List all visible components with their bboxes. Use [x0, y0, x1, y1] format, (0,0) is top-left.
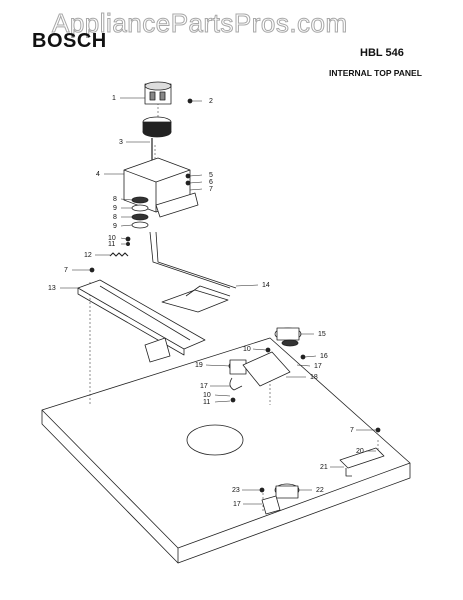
section-title: INTERNAL TOP PANEL — [329, 68, 422, 78]
callout-11b: 11 — [203, 399, 210, 406]
strike-bracket-part — [339, 447, 385, 477]
watermark-text: AppliancePartsPros.com — [52, 8, 348, 39]
lever-rod-part — [149, 231, 237, 313]
spring-clip-part — [229, 377, 243, 391]
callout-1: 1 — [112, 95, 116, 102]
callout-8b: 8 — [113, 214, 117, 221]
lower-switch-part — [261, 483, 300, 515]
callout-8a: 8 — [113, 196, 117, 203]
callout-19: 19 — [195, 362, 203, 369]
callout-6: 6 — [209, 179, 213, 186]
callout-10a: 10 — [108, 235, 116, 242]
callout-7b: 7 — [64, 267, 68, 274]
callout-15: 15 — [318, 331, 326, 338]
top-panel-plate — [41, 337, 411, 564]
callout-10b: 10 — [243, 346, 251, 353]
motor-part — [144, 81, 172, 105]
callout-22: 22 — [316, 487, 324, 494]
callout-12: 12 — [84, 252, 92, 259]
callout-3: 3 — [119, 139, 123, 146]
mounting-bracket-part — [242, 351, 291, 387]
callout-7a: 7 — [209, 186, 213, 193]
callout-9b: 9 — [113, 223, 117, 230]
callout-17a: 17 — [314, 363, 322, 370]
callout-13: 13 — [48, 285, 56, 292]
callout-leaders — [60, 97, 376, 505]
callout-18: 18 — [310, 374, 318, 381]
callout-2: 2 — [209, 98, 213, 105]
callout-17c: 17 — [233, 501, 241, 508]
slide-rail-part — [77, 279, 206, 363]
callout-7c: 7 — [350, 427, 354, 434]
callout-10c: 10 — [203, 392, 211, 399]
model-number: HBL 546 — [360, 47, 404, 59]
callout-4: 4 — [96, 171, 100, 178]
callout-14: 14 — [262, 282, 270, 289]
drive-wheel-part — [142, 116, 172, 138]
callout-11a: 11 — [108, 241, 115, 248]
callout-labels: 1 2 3 4 5 6 7 8 9 8 9 10 11 12 7 13 14 1… — [48, 95, 364, 508]
door-switch-part — [274, 327, 302, 347]
callout-21: 21 — [320, 464, 328, 471]
callout-20: 20 — [356, 448, 364, 455]
brand-logo: BOSCH — [32, 30, 107, 52]
callout-16: 16 — [320, 353, 328, 360]
callout-9a: 9 — [113, 205, 117, 212]
callout-23: 23 — [232, 487, 240, 494]
coil-spring-part — [109, 252, 129, 257]
spring-stack-part — [125, 196, 149, 246]
callout-5: 5 — [209, 172, 213, 179]
callout-17b: 17 — [200, 383, 208, 390]
